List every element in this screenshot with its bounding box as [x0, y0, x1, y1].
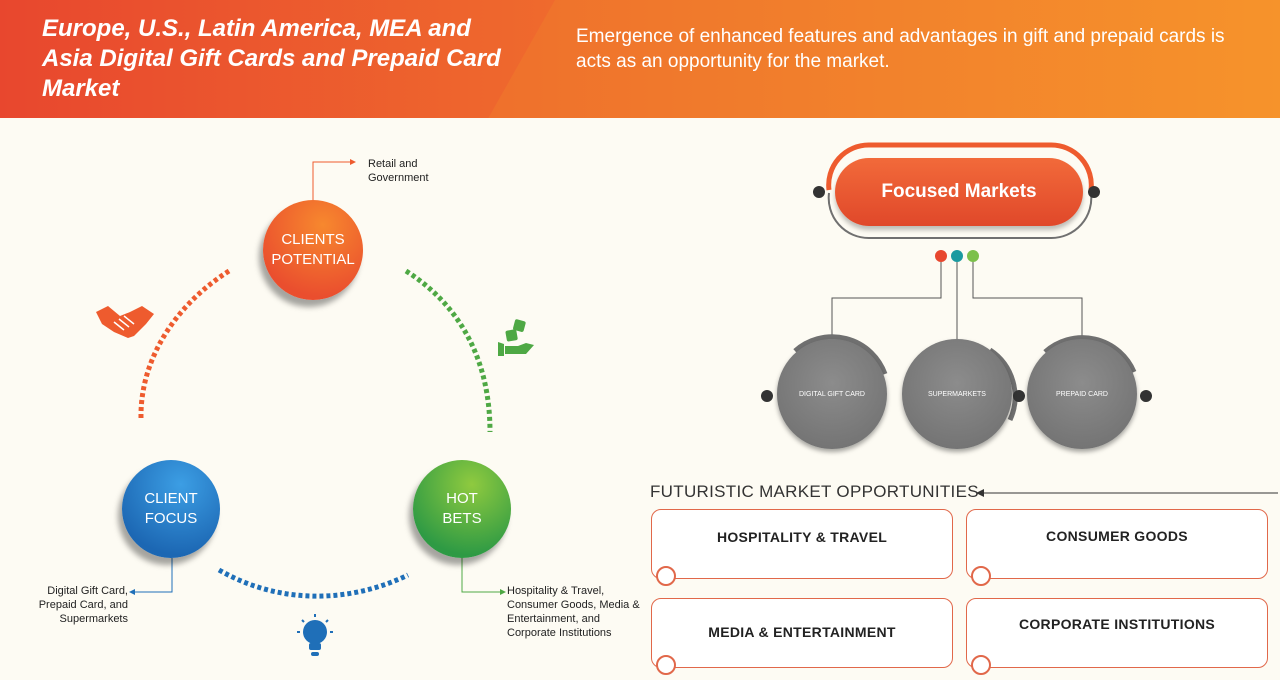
lightbulb-icon	[297, 614, 333, 656]
box-dot-icon	[971, 655, 991, 675]
focused-markets-title: Focused Markets	[835, 158, 1083, 226]
page-subtitle: Emergence of enhanced features and advan…	[576, 26, 1225, 72]
box-dot-icon	[656, 655, 676, 675]
header-title-panel	[0, 0, 555, 118]
potential-connector	[312, 161, 350, 200]
potential-note: Retail and Government	[368, 158, 429, 184]
dot-green	[967, 250, 979, 262]
opportunity-label: MEDIA & ENTERTAINMENT	[708, 624, 896, 640]
market-prepaid-card: PREPAID CARD	[1027, 339, 1137, 449]
opportunity-box: MEDIA & ENTERTAINMENT	[651, 598, 953, 675]
arc-blue	[217, 567, 410, 599]
tree-line-right	[972, 262, 1083, 345]
page-title: Europe, U.S., Latin America, MEA and Asi…	[42, 15, 501, 102]
opportunity-box: CORPORATE INSTITUTIONS	[966, 598, 1268, 675]
arc-orange	[138, 268, 231, 419]
clients-potential-circle: CLIENTS POTENTIAL	[263, 200, 363, 300]
header-banner: Europe, U.S., Latin America, MEA and Asi…	[0, 0, 1280, 118]
dot-teal	[951, 250, 963, 262]
focus-note: Digital Gift Card, Prepaid Card, and Sup…	[38, 585, 128, 625]
market-digital-gift-card: DIGITAL GIFT CARD	[777, 339, 887, 449]
opportunity-label: HOSPITALITY & TRAVEL	[716, 529, 888, 545]
hot-connector	[461, 558, 500, 593]
box-dot-icon	[656, 566, 676, 586]
handshake-icon	[96, 306, 154, 338]
cash-dice-icon	[498, 319, 534, 356]
fm-frame-orange	[826, 142, 1094, 191]
opportunity-label: CORPORATE INSTITUTIONS	[1018, 616, 1216, 632]
opportunities-title: FUTURISTIC MARKET OPPORTUNITIES	[650, 482, 979, 501]
opportunity-box: CONSUMER GOODS	[966, 509, 1268, 586]
arc-green	[404, 268, 493, 433]
fm-frame-gray	[827, 192, 1093, 240]
opportunity-label: CONSUMER GOODS	[1046, 528, 1188, 544]
market-supermarkets: SUPERMARKETS	[902, 339, 1012, 449]
tree-line-left	[831, 262, 942, 345]
dot-red	[935, 250, 947, 262]
client-focus-circle: CLIENT FOCUS	[122, 460, 220, 558]
hot-note: Hospitality & Travel, Consumer Goods, Me…	[507, 585, 640, 639]
hot-bets-circle: HOT BETS	[413, 460, 511, 558]
opportunity-box: HOSPITALITY & TRAVEL	[651, 509, 953, 586]
box-dot-icon	[971, 566, 991, 586]
focus-connector	[135, 558, 173, 593]
